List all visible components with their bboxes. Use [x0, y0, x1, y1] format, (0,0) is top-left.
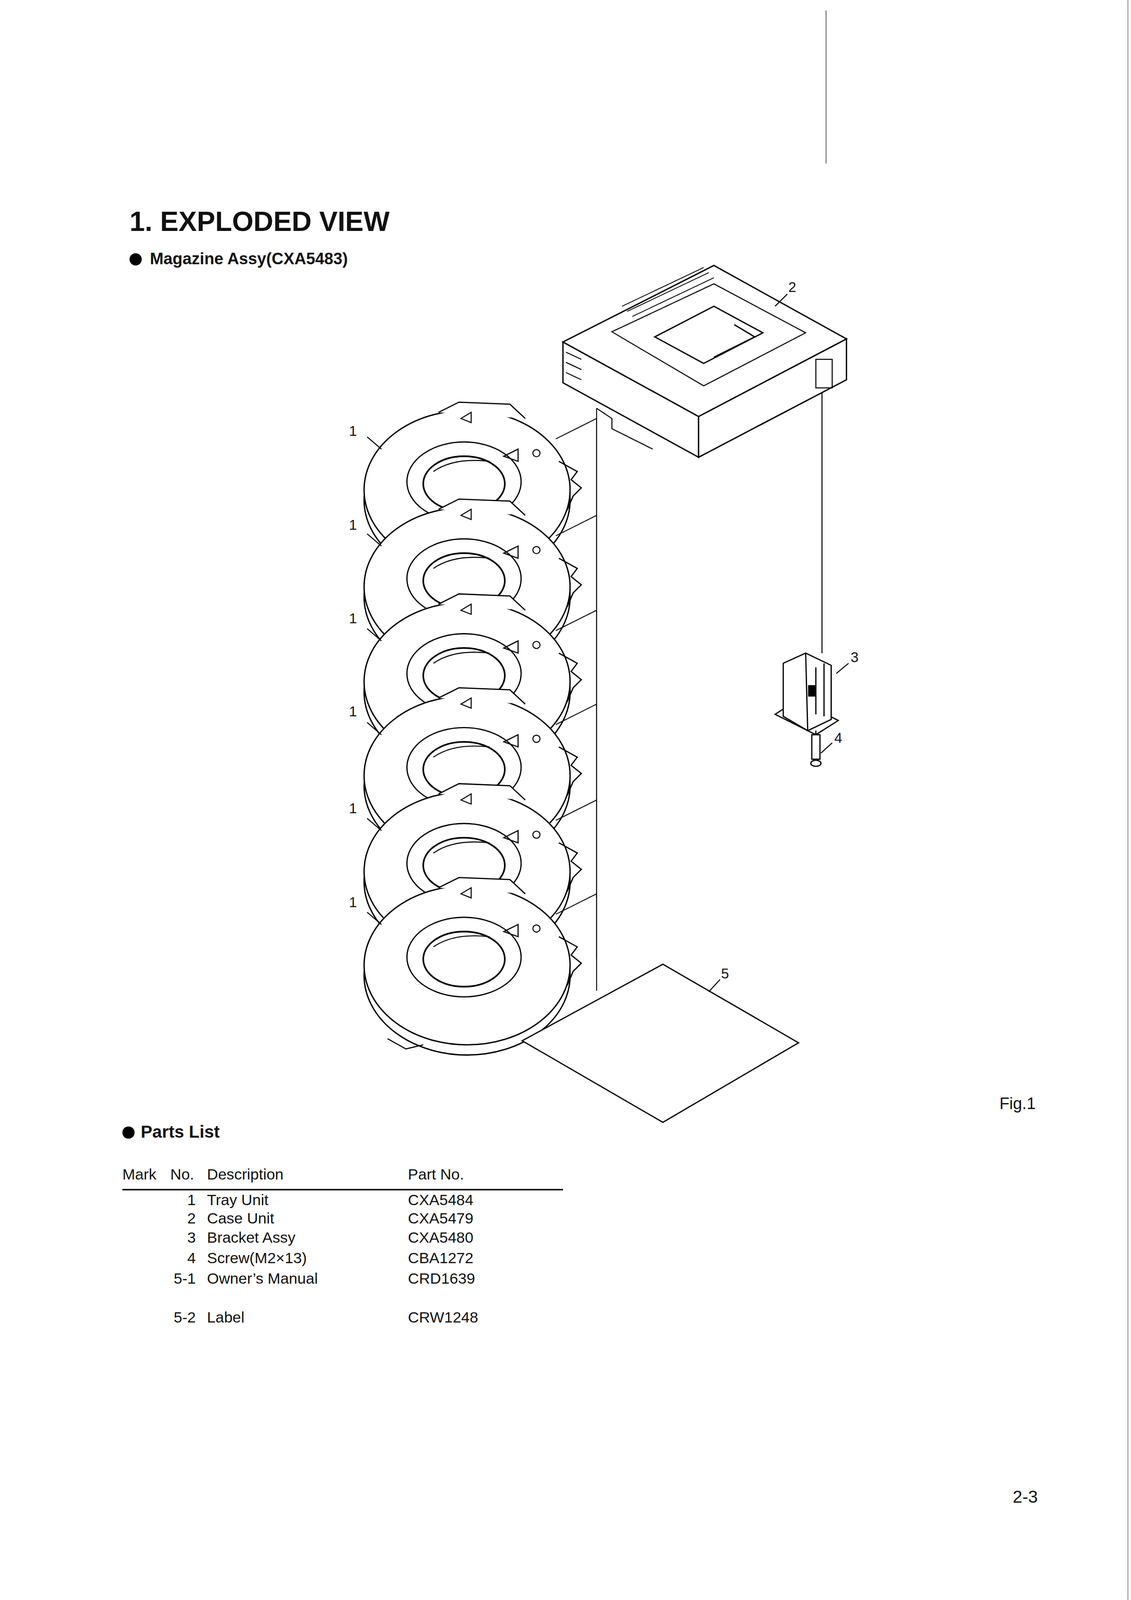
callout-number: 1 [349, 703, 358, 720]
table-header: No. [170, 1165, 195, 1184]
assembly-heading: Magazine Assy(CXA5483) [149, 249, 348, 269]
table-cell: Screw(M2×13) [206, 1249, 307, 1267]
table-cell: CRW1248 [408, 1308, 479, 1327]
callout-number: 5 [720, 965, 729, 982]
callout-number: 1 [349, 422, 358, 440]
table-cell: CXA5479 [408, 1209, 474, 1228]
table-cell: CXA5480 [408, 1228, 474, 1247]
callout-number: 1 [349, 610, 358, 627]
table-cell: 5-1 [173, 1269, 196, 1288]
callout-number: 2 [788, 279, 797, 296]
section-heading: Parts List [140, 1121, 220, 1142]
table-cell: 3 [187, 1228, 196, 1247]
table-cell: CRD1639 [408, 1269, 476, 1288]
table-cell: Bracket Assy [206, 1228, 296, 1247]
table-cell: 5-2 [173, 1308, 196, 1327]
table-header: Description [206, 1165, 284, 1184]
table-cell: Tray Unit [206, 1191, 269, 1209]
table-cell: Label [206, 1308, 245, 1327]
table-cell: CBA1272 [408, 1249, 474, 1267]
table-header: Part No. [408, 1165, 464, 1184]
callout-number: 4 [834, 729, 843, 747]
figure-label: Fig.1 [999, 1093, 1036, 1113]
table-header: Mark [122, 1165, 157, 1184]
table-cell: 2 [187, 1209, 196, 1228]
callout-number: 1 [349, 516, 358, 534]
table-cell: CXA5484 [408, 1191, 474, 1209]
page-title: 1. EXPLODED VIEW [129, 205, 390, 238]
callout-number: 1 [349, 800, 358, 817]
callout-number: 3 [850, 649, 859, 666]
table-cell: Case Unit [206, 1209, 275, 1228]
callout-number: 1 [349, 894, 358, 911]
table-cell: 1 [187, 1191, 196, 1209]
page-number: 2-3 [1012, 1486, 1038, 1507]
table-cell: 4 [187, 1249, 196, 1267]
table-cell: Owner’s Manual [206, 1269, 318, 1288]
